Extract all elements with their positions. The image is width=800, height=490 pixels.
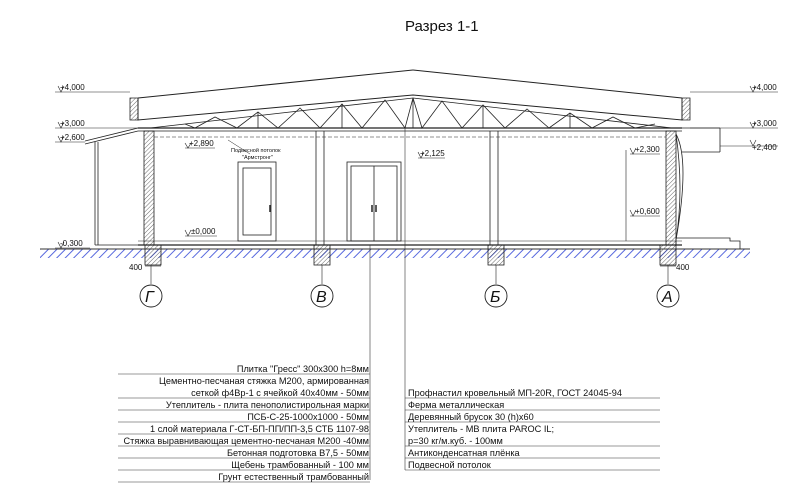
level-2125: +2,125 (420, 149, 445, 158)
ground-hatch (40, 249, 750, 258)
level-2300: +2,300 (635, 145, 660, 154)
floor-layer-3b: ПСБ-С-25-1000х1000 - 50мм (247, 412, 369, 422)
roof-layer-3: Деревянный брусок 30 (h)х60 (408, 412, 534, 422)
foundations (144, 244, 677, 266)
axis-lines (150, 265, 669, 284)
roof-layer-6: Подвесной потолок (408, 460, 492, 470)
ceiling-note-1: Подвесной потолок (231, 147, 281, 154)
roof-layer-4b: р=30 кг/м.куб. - 100мм (408, 436, 503, 446)
axis-label-a: А (661, 289, 673, 306)
floor-layer-8: Грунт естественный трамбованный (218, 472, 369, 482)
level-left-0300: -0,300 (60, 239, 83, 248)
floor-layer-5: Стяжка выравнивающая цементно-песчаная М… (124, 436, 369, 446)
door-1 (237, 161, 277, 242)
right-glazing (675, 133, 684, 241)
level-marks-right (690, 85, 778, 147)
floor-layer-2b: сеткой ф4Вр-1 с ячейкой 40х40мм - 50мм (191, 388, 369, 398)
axis-markers (139, 284, 680, 308)
floor-layer-2a: Цементно-песчаная стяжка М200, армирован… (159, 376, 369, 386)
level-marks-left (55, 85, 140, 249)
axis-label-v: В (316, 289, 327, 306)
floor-layer-3a: Утеплитель - плита пенополистирольная ма… (166, 400, 369, 410)
level-2890: +2,890 (189, 139, 214, 148)
walls (138, 130, 682, 246)
axis-label-b: Б (490, 289, 500, 306)
level-left-3000: +3,000 (60, 119, 85, 128)
interior-level-marks (184, 142, 660, 237)
ceiling-note-2: "Армстронг" (242, 155, 273, 161)
floor-layer-1: Плитка "Гресс" 300х300 h=8мм (237, 364, 369, 374)
roof-layer-2: Ферма металлическая (408, 400, 504, 410)
axis-label-g: Г (145, 289, 155, 306)
entrance-steps (675, 237, 741, 249)
roof-layer-1: Профнастил кровельный МП-20R, ГОСТ 24045… (408, 388, 622, 398)
drawing-title: Разрез 1-1 (405, 18, 479, 35)
roof (129, 69, 721, 153)
ceiling-note-leader (227, 139, 251, 155)
roof-layer-4a: Утеплитель - МВ плита PAROC IL; (408, 424, 554, 434)
door-2 (346, 161, 402, 242)
level-right-3000: +3,000 (752, 119, 777, 128)
level-0000: ±0,000 (191, 227, 216, 236)
level-right-4000: +4,000 (752, 83, 777, 92)
floor-layer-7: Щебень трамбованный - 100 мм (231, 460, 369, 470)
svg-text:400: 400 (676, 263, 690, 272)
truss (149, 97, 673, 129)
level-left-4000: +4,000 (60, 83, 85, 92)
floor-layer-4: 1 слой материала Г-СТ-БП-ПП/ПП-3,5 СТБ 1… (150, 424, 369, 434)
leader-lines (118, 128, 660, 483)
level-0600: +0,600 (635, 207, 660, 216)
level-right-2400: +2,400 (752, 143, 777, 152)
roof-layer-5: Антиконденсатная плёнка (408, 448, 521, 458)
svg-text:400: 400 (129, 263, 143, 272)
left-canopy (84, 127, 144, 246)
level-left-2600: +2,600 (60, 133, 85, 142)
floor-layer-6: Бетонная подготовка В7,5 - 50мм (227, 448, 369, 458)
dim-400-left: 400 (129, 263, 161, 272)
